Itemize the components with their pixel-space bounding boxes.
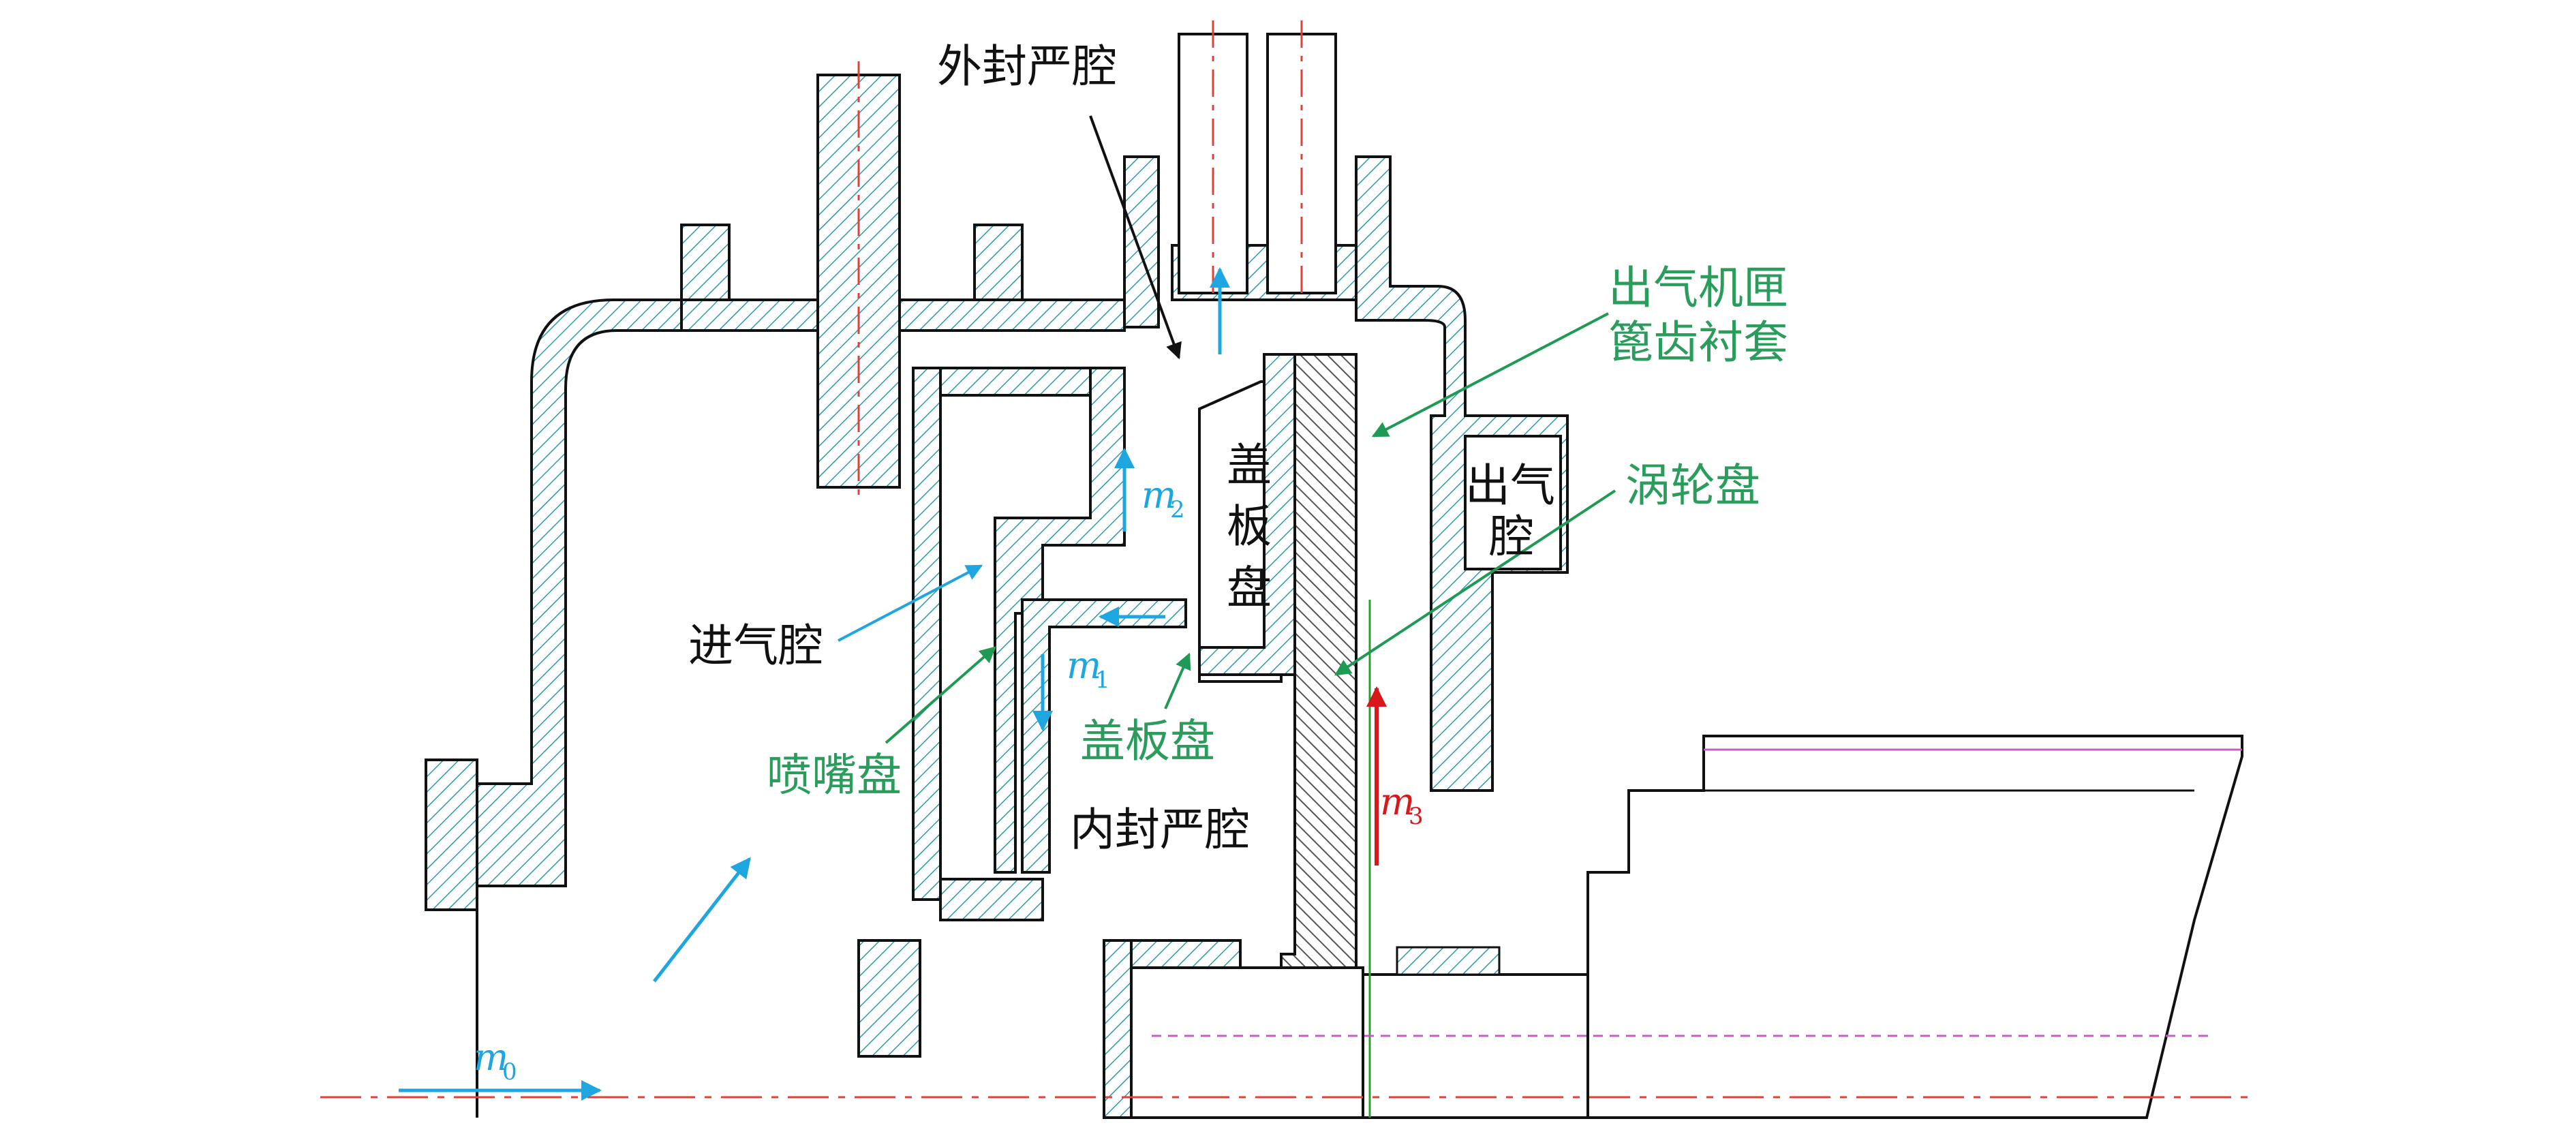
cover-plate-disc-label: 盖板盘 xyxy=(1080,715,1215,767)
flow-m2-sub: 2 xyxy=(1170,496,1185,523)
flow-m0-sub: 0 xyxy=(502,1058,517,1086)
inlet-cavity-label: 进气腔 xyxy=(688,619,823,672)
flow-m3-sub: 3 xyxy=(1409,803,1424,830)
flow-m2-symbol: m xyxy=(1141,474,1176,517)
leader-inlet-cavity xyxy=(838,564,983,642)
left-flanges xyxy=(680,224,1024,301)
nozzle-disc xyxy=(857,367,1126,1058)
leader-outer-seal xyxy=(1089,115,1182,360)
seal-ring xyxy=(1396,946,1501,976)
flow-label-m0: m 0 xyxy=(474,1036,517,1086)
inner-seal-structure xyxy=(1021,598,1242,1119)
turbine-disc-label: 涡轮盘 xyxy=(1625,459,1760,512)
outlet-casing-label-1: 出气机匣 xyxy=(1608,262,1788,314)
outer-seal-cavity-label: 外封严腔 xyxy=(937,40,1117,93)
outlet-tubes xyxy=(1178,33,1337,294)
leader-outlet-casing xyxy=(1371,312,1609,438)
inner-seal-cavity-label: 内封严腔 xyxy=(1070,803,1250,856)
flow-label-m3: m 3 xyxy=(1380,780,1424,830)
flow-label-m1: m 1 xyxy=(1067,644,1110,694)
cover-plate-char-1: 盖 xyxy=(1227,439,1272,491)
flow-m0-symbol: m xyxy=(474,1036,508,1079)
outlet-cavity-box xyxy=(1464,435,1562,570)
flow-m3-symbol: m xyxy=(1380,780,1415,823)
flow-m1-sub: 1 xyxy=(1095,666,1110,694)
outlet-cavity-label-1: 出气 xyxy=(1465,459,1555,512)
nozzle-disc-label: 喷嘴盘 xyxy=(767,749,902,801)
outlet-casing-label-2: 篦齿衬套 xyxy=(1608,316,1788,369)
flow-m1-symbol: m xyxy=(1067,644,1101,687)
leader-cover-plate xyxy=(1164,652,1191,709)
leader-turbine-disc xyxy=(1334,489,1616,676)
cover-plate-char-2: 板 xyxy=(1227,500,1272,553)
left-inlet-duct xyxy=(425,298,1126,1118)
cover-plate-char-3: 盘 xyxy=(1227,562,1272,614)
right-housing xyxy=(1586,735,2243,1119)
flow-arrow-inlet xyxy=(653,857,751,983)
leader-nozzle-disc xyxy=(885,646,996,744)
outlet-cavity-label-2: 腔 xyxy=(1489,510,1534,563)
flow-label-m2: m 2 xyxy=(1141,474,1185,523)
